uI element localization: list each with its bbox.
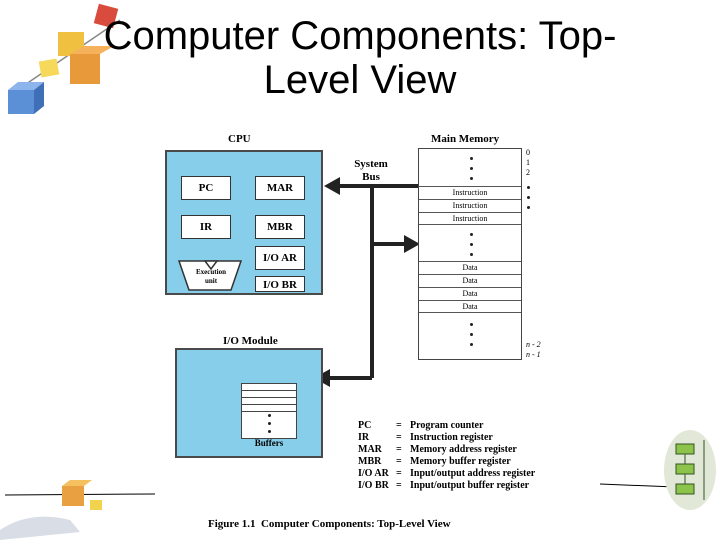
- figure-caption: Figure 1.1 Computer Components: Top-Leve…: [208, 518, 451, 530]
- memory-data-row: Data: [419, 300, 521, 313]
- legend-row: PC=Program counter: [358, 420, 484, 431]
- register-io-ar: I/O AR: [255, 246, 305, 270]
- register-io-br: I/O BR: [255, 276, 305, 292]
- memory-address-bottom: n - 2 n - 1: [526, 340, 541, 359]
- legend-row: I/O AR=Input/output address register: [358, 468, 536, 479]
- register-pc: PC: [181, 176, 231, 200]
- register-mar: MAR: [255, 176, 305, 200]
- cubes-clipart-icon: [8, 3, 121, 114]
- io-module-label: I/O Module: [223, 335, 278, 347]
- execution-unit-label: Execution unit: [196, 268, 226, 285]
- memory-data-row: Data: [419, 287, 521, 300]
- memory-instruction-row: Instruction: [419, 186, 521, 199]
- register-ir: IR: [181, 215, 231, 239]
- execution-unit-shape: [177, 260, 243, 291]
- legend-row: IR=Instruction register: [358, 432, 493, 443]
- legend-row: MAR=Memory address register: [358, 444, 517, 455]
- system-bus-label: System Bus: [354, 158, 388, 183]
- cube-hand-clipart-icon: [0, 480, 156, 540]
- legend: PC=Program counter IR=Instruction regist…: [358, 420, 535, 492]
- legend-row: I/O BR=Input/output buffer register: [358, 480, 530, 491]
- buffers-label: Buffers: [254, 438, 284, 448]
- buffers-block: [241, 383, 297, 439]
- slide-title: Computer Components: Top-Level View: [103, 14, 617, 102]
- io-module-panel: Buffers: [175, 348, 323, 458]
- memory-address-top: 0 1 2: [526, 148, 530, 177]
- memory-instruction-row: Instruction: [419, 199, 521, 212]
- memory-instruction-row: Instruction: [419, 212, 521, 225]
- main-memory: Instruction Instruction Instruction Data…: [418, 148, 522, 360]
- cpu-label: CPU: [228, 133, 251, 145]
- memory-data-row: Data: [419, 274, 521, 287]
- register-mbr: MBR: [255, 215, 305, 239]
- legend-row: MBR=Memory buffer register: [358, 456, 511, 467]
- flowchart-clipart-icon: [600, 430, 716, 510]
- cpu-panel: PC MAR IR MBR I/O AR I/O BR Execution un…: [165, 150, 323, 295]
- memory-data-row: Data: [419, 261, 521, 274]
- main-memory-label: Main Memory: [431, 133, 500, 145]
